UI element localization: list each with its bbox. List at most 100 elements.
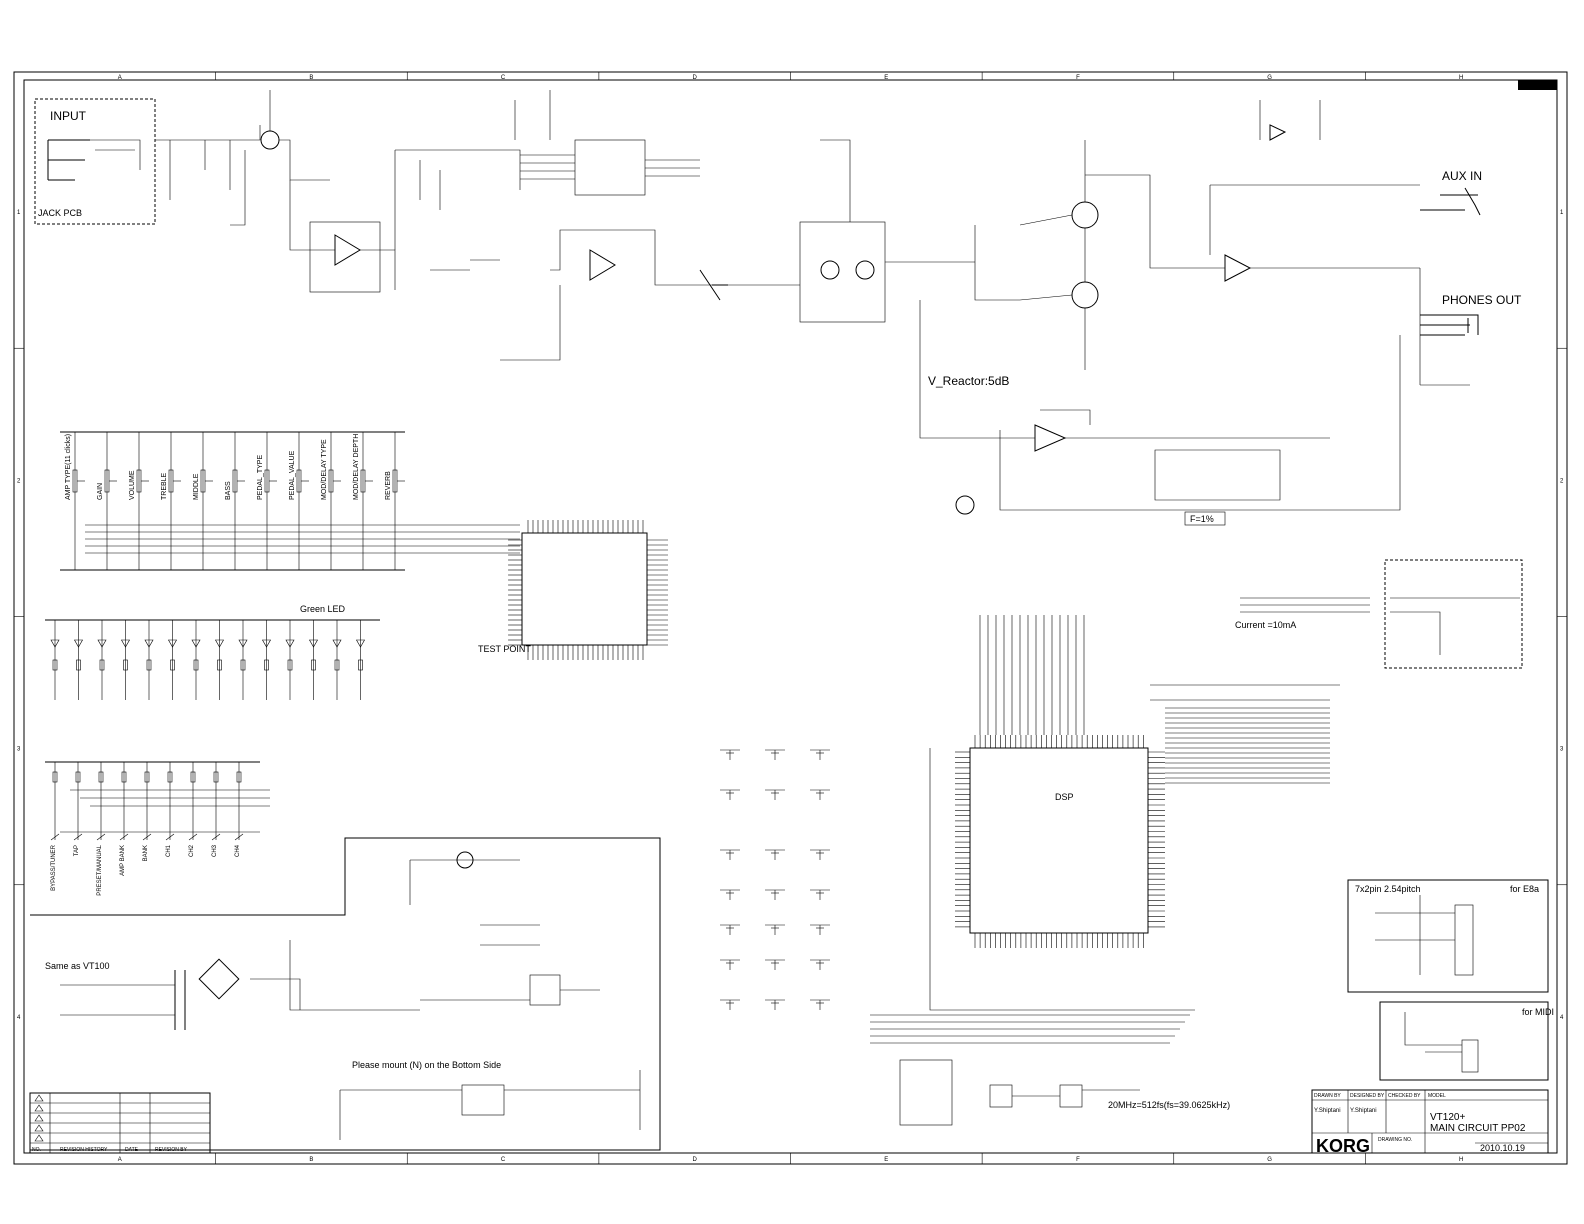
footswitch-box xyxy=(1384,559,1523,669)
preamp-opamp xyxy=(334,234,361,266)
led-icon xyxy=(308,639,319,648)
grid-col-top-C: C xyxy=(501,75,506,81)
bridge-rectifier xyxy=(198,958,240,1000)
power-section-outline xyxy=(30,837,661,1151)
designed-by-label: DESIGNED BY xyxy=(1350,1093,1385,1099)
switch-icon xyxy=(142,833,152,841)
tone-opamp xyxy=(589,249,616,281)
led-icon xyxy=(355,639,366,648)
poweramp-opamp xyxy=(1224,254,1252,282)
header-7x2-label: 7x2pin 2.54pitch xyxy=(1355,884,1421,894)
grid-col-top-B: B xyxy=(309,75,313,81)
grid-row-left-2: 2 xyxy=(17,478,21,484)
master-wires xyxy=(430,229,720,361)
grid-col-top-G: G xyxy=(1267,75,1272,81)
switch-label: CH3 xyxy=(212,844,218,857)
grid-col-bottom-G: G xyxy=(1267,1157,1272,1163)
drawing-no-label: DRAWING NO. xyxy=(1378,1137,1412,1143)
led-icon xyxy=(238,639,248,648)
midi-wires xyxy=(1404,1012,1462,1053)
grid-col-bottom-E: E xyxy=(884,1157,888,1163)
aux-opamp xyxy=(1269,124,1287,141)
switch-pullup xyxy=(121,771,127,783)
input-jack-symbol xyxy=(47,139,90,181)
mux-ic-top xyxy=(574,139,646,196)
switch-icon xyxy=(119,833,129,841)
sense-wires xyxy=(919,300,1330,501)
lower-reg-wires xyxy=(339,1070,641,1140)
grid-col-top-D: D xyxy=(693,75,698,81)
switch-pullup xyxy=(236,771,242,783)
knob-to-cpu-wires xyxy=(85,524,520,554)
knob-label: REVERB xyxy=(385,471,392,500)
sense-opamp xyxy=(1034,424,1067,452)
test-point-label: TEST POINT xyxy=(478,644,531,654)
led-icon xyxy=(120,639,131,648)
drawn-by-label: DRAWN BY xyxy=(1314,1093,1341,1099)
inner-frame xyxy=(23,79,1558,1154)
knob-label: MOD/DELAY TYPE xyxy=(321,439,328,500)
rev-header-date: DATE xyxy=(125,1147,139,1153)
switch-icon xyxy=(165,833,175,841)
switch-pullup xyxy=(213,771,219,783)
switch-icon xyxy=(50,833,60,841)
reactor-block xyxy=(799,221,886,323)
phones-detect-wire xyxy=(1419,268,1470,386)
input-transistor-wires xyxy=(269,90,330,181)
preamp-opamp-block xyxy=(309,221,381,293)
jack-pcb-label: JACK PCB xyxy=(38,208,82,218)
switch-label: BANK xyxy=(143,845,149,861)
e8a-wires xyxy=(1375,895,1455,975)
led-icon xyxy=(332,639,342,648)
knob-label: PEDAL_TYPE xyxy=(257,455,264,500)
mux-ic-pins xyxy=(520,154,700,180)
lower-reg-ic xyxy=(461,1084,505,1116)
outer-frame xyxy=(13,71,1568,1165)
for-midi-label: for MIDI xyxy=(1522,1007,1554,1017)
led-icon xyxy=(214,639,225,648)
knob-label: GAIN xyxy=(97,483,104,500)
title-block xyxy=(1311,1089,1549,1154)
green-led-label: Green LED xyxy=(300,604,346,614)
transformer xyxy=(174,970,186,1030)
led-resistor xyxy=(193,659,199,671)
rev-header-history: REVISION HISTORY xyxy=(60,1147,108,1153)
switch-label: CH4 xyxy=(235,844,241,857)
tube-out-wire xyxy=(1085,174,1225,269)
current-label: Current =10mA xyxy=(1235,620,1296,630)
grid-row-left-3: 3 xyxy=(17,747,21,753)
knob-bus xyxy=(60,431,405,571)
dsp-wires xyxy=(929,684,1340,1011)
reactor-q1 xyxy=(820,260,840,280)
reactor-wires xyxy=(820,139,1020,301)
aux-in-jack xyxy=(1420,187,1481,216)
led-icon xyxy=(285,639,295,648)
drawn-by: Y.Shiptani xyxy=(1314,1108,1341,1114)
knob-label: MOD/DELAY DEPTH xyxy=(353,434,360,500)
cpu-ic xyxy=(521,532,648,646)
knob-label: BASS xyxy=(225,481,232,500)
phones-out-jack xyxy=(1420,314,1479,336)
led-resistor xyxy=(264,659,269,671)
rev-header-by: REVISION BY xyxy=(155,1147,188,1153)
knob-label: TREBLE xyxy=(161,472,168,500)
led-resistor xyxy=(287,659,293,671)
led-resistor xyxy=(240,659,246,671)
e8a-connector xyxy=(1454,904,1474,976)
reactor-label: V_Reactor:5dB xyxy=(928,374,1009,388)
reactor-q2 xyxy=(855,260,875,280)
osc-wires xyxy=(1012,1089,1140,1097)
led-resistor xyxy=(52,659,58,671)
grid-col-bottom-H: H xyxy=(1459,1157,1463,1163)
dsp-label: DSP xyxy=(1055,792,1074,802)
input-transistor xyxy=(260,130,280,150)
flash-ic xyxy=(899,1059,953,1126)
grid-col-top-E: E xyxy=(884,75,888,81)
switch-pullup xyxy=(190,771,196,783)
switch-icon xyxy=(96,833,106,841)
led-icon xyxy=(191,639,201,648)
mux-supply xyxy=(514,90,551,140)
